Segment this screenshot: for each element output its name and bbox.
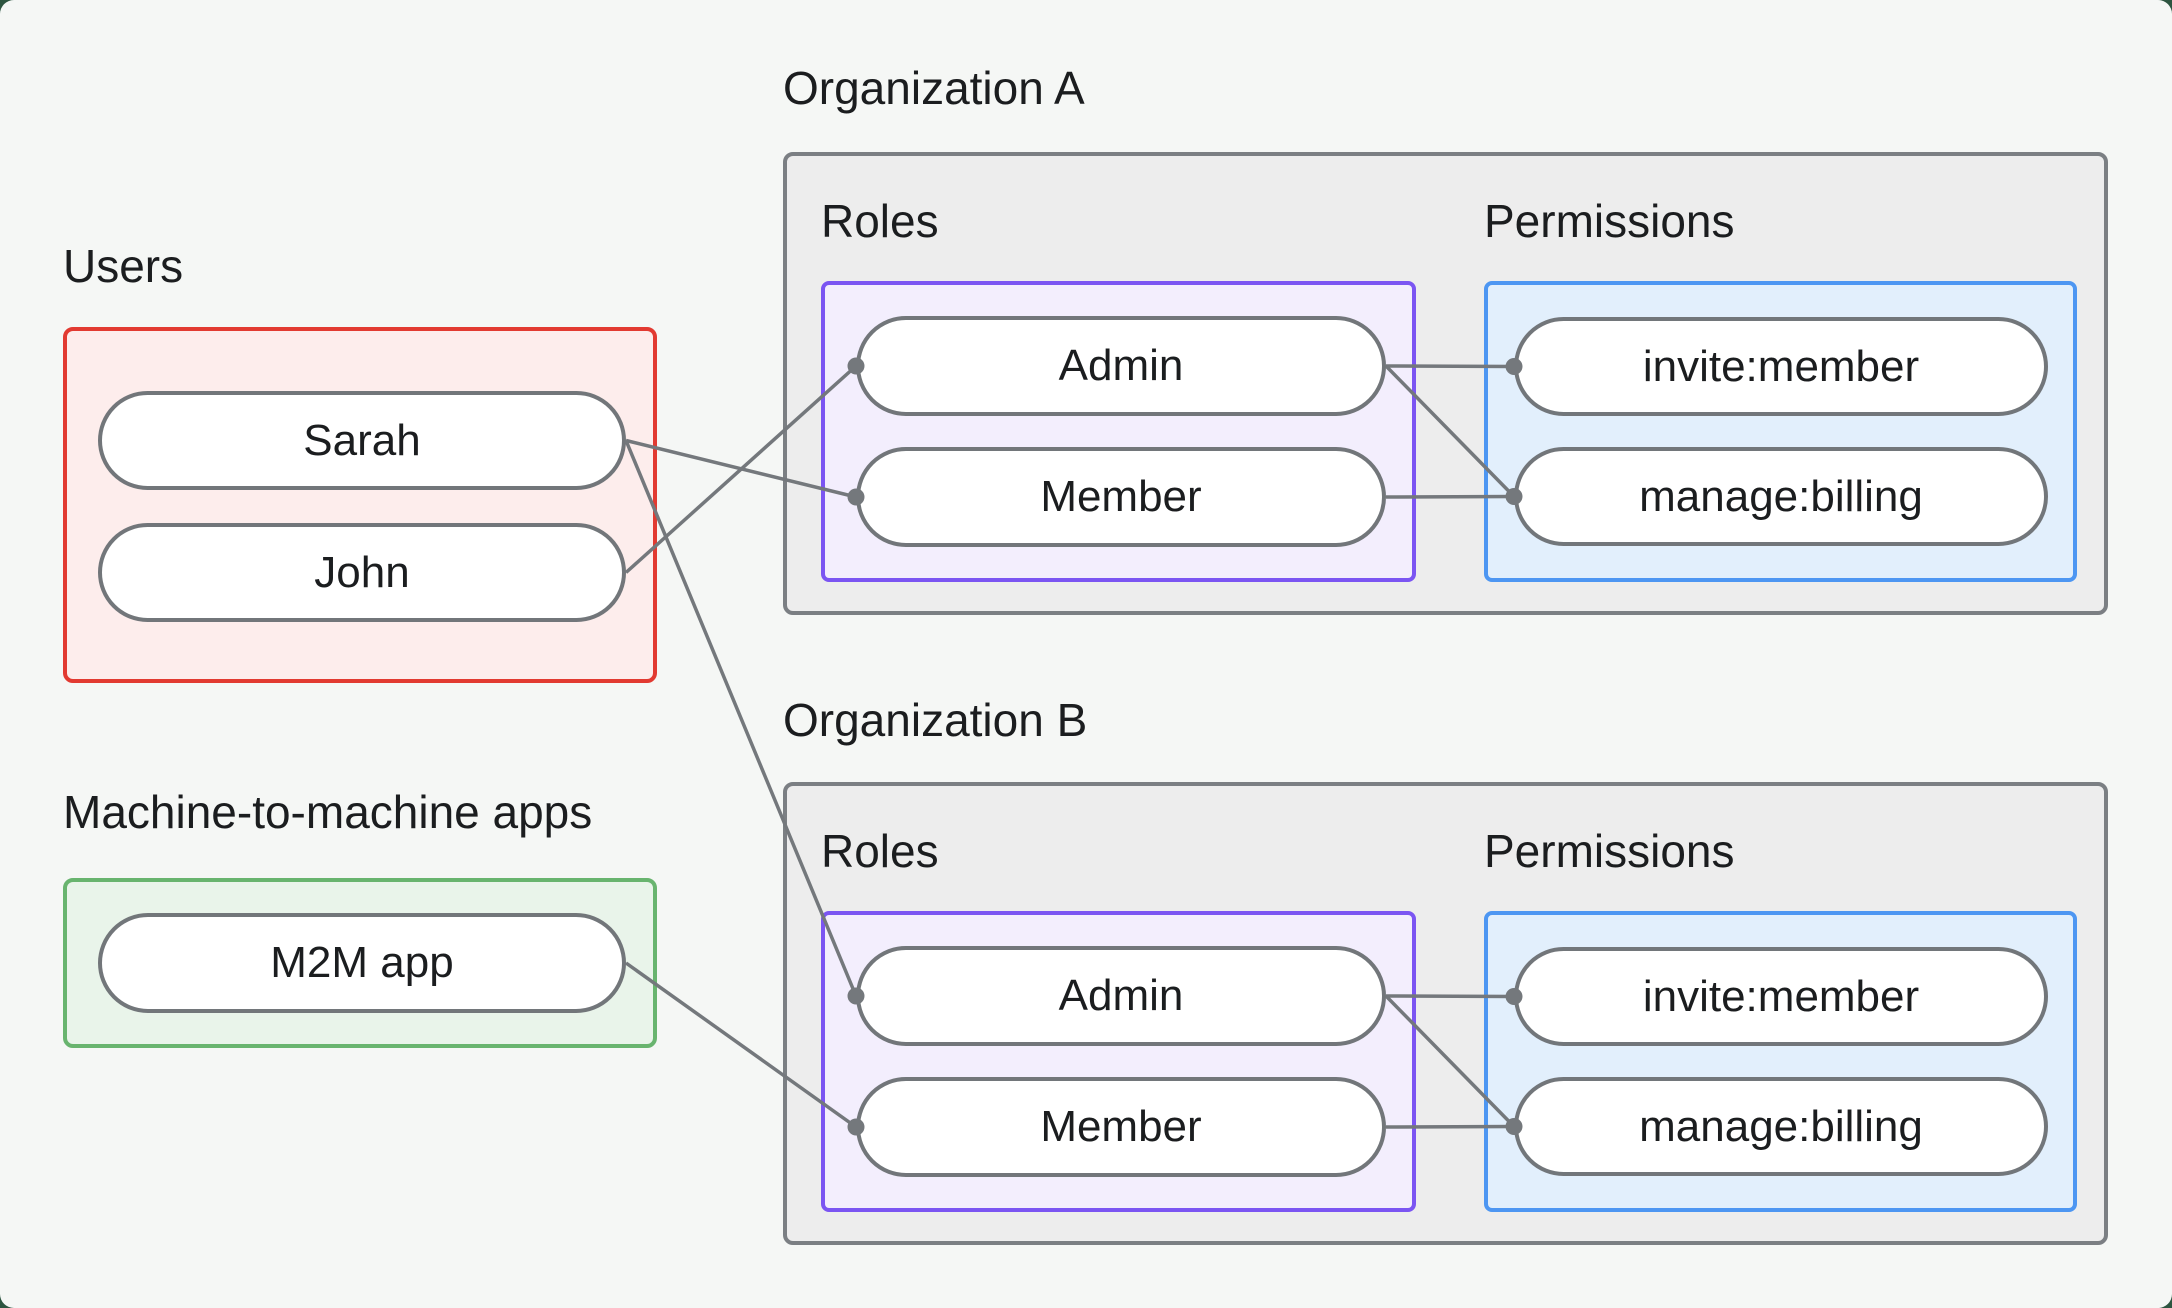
user-node-sarah: Sarah	[98, 391, 626, 490]
org-b-role-admin: Admin	[856, 946, 1386, 1046]
org-a-role-admin: Admin	[856, 316, 1386, 416]
org-a-permissions-label: Permissions	[1484, 195, 1735, 247]
org-a-permission-invite-member: invite:member	[1514, 317, 2048, 416]
org-a-label: Organization A	[783, 62, 1085, 114]
m2m-group-box: M2M app	[63, 878, 657, 1048]
org-b-label: Organization B	[783, 694, 1088, 746]
org-a-roles-label: Roles	[821, 195, 939, 247]
users-group-box: Sarah John	[63, 327, 657, 683]
org-b-roles-label: Roles	[821, 825, 939, 877]
org-b-permission-manage-billing: manage:billing	[1514, 1077, 2048, 1176]
org-a-card: Roles Permissions Admin Member invite:me…	[783, 152, 2108, 615]
m2m-app-node: M2M app	[98, 913, 626, 1013]
org-b-permissions-box: invite:member manage:billing	[1484, 911, 2077, 1212]
org-b-role-member: Member	[856, 1077, 1386, 1177]
org-a-role-member: Member	[856, 447, 1386, 547]
users-group-label: Users	[63, 240, 184, 292]
org-b-permission-invite-member: invite:member	[1514, 947, 2048, 1046]
org-b-roles-box: Admin Member	[821, 911, 1416, 1212]
org-b-permissions-label: Permissions	[1484, 825, 1735, 877]
user-node-john: John	[98, 523, 626, 622]
org-a-roles-box: Admin Member	[821, 281, 1416, 582]
org-a-permissions-box: invite:member manage:billing	[1484, 281, 2077, 582]
org-a-permission-manage-billing: manage:billing	[1514, 447, 2048, 546]
org-b-card: Roles Permissions Admin Member invite:me…	[783, 782, 2108, 1245]
m2m-group-label: Machine-to-machine apps	[63, 786, 593, 838]
